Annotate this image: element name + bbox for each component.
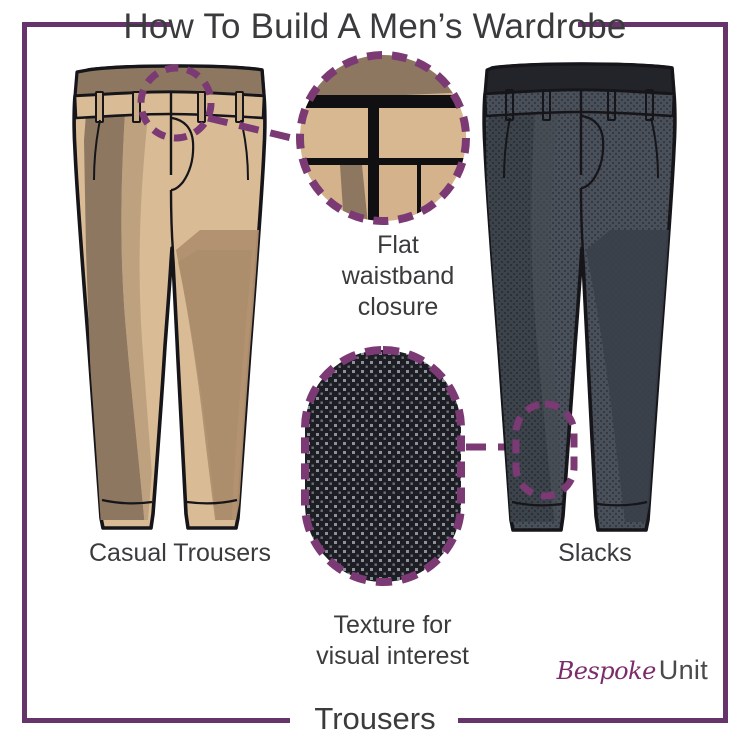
brand-logo-script-word: Bespoke (556, 657, 657, 685)
slacks-illustration (482, 62, 677, 532)
magnified-texture-swatch (301, 346, 465, 586)
magnifier-ring-waistband (296, 51, 470, 225)
label-flat-waistband-line-3: closure (357, 293, 439, 321)
label-texture-line-2: visual interest (316, 642, 469, 670)
magnifier-ring-texture (301, 346, 465, 586)
magnified-waistband-detail (296, 51, 470, 225)
texture-highlight-oval (512, 400, 578, 500)
label-slacks: Slacks (558, 539, 632, 567)
label-flat-waistband-line-1: Flat (377, 231, 419, 259)
footer-title: Trousers (314, 701, 436, 736)
page-title: How To Build A Men’s Wardrobe (123, 7, 627, 46)
casual-trousers-illustration (72, 64, 267, 530)
frame-top-left-segment (22, 22, 172, 27)
frame-bottom-right-segment (458, 718, 728, 723)
frame-bottom-left-segment (22, 718, 290, 723)
label-texture-line-1: Texture for (333, 611, 452, 639)
label-flat-waistband-closure: Flat waistband closure (300, 230, 496, 323)
label-texture-visual-interest: Texture for visual interest (285, 610, 500, 672)
brand-logo-plain-word: Unit (658, 655, 708, 685)
label-flat-waistband-line-2: waistband (341, 262, 455, 290)
frame-top-right-segment (578, 22, 728, 27)
label-casual-trousers: Casual Trousers (88, 539, 272, 567)
frame-right-segment (723, 22, 728, 723)
frame-left-segment (22, 22, 27, 723)
waistband-callout-line (207, 114, 301, 144)
waistband-highlight-circle (137, 64, 215, 142)
